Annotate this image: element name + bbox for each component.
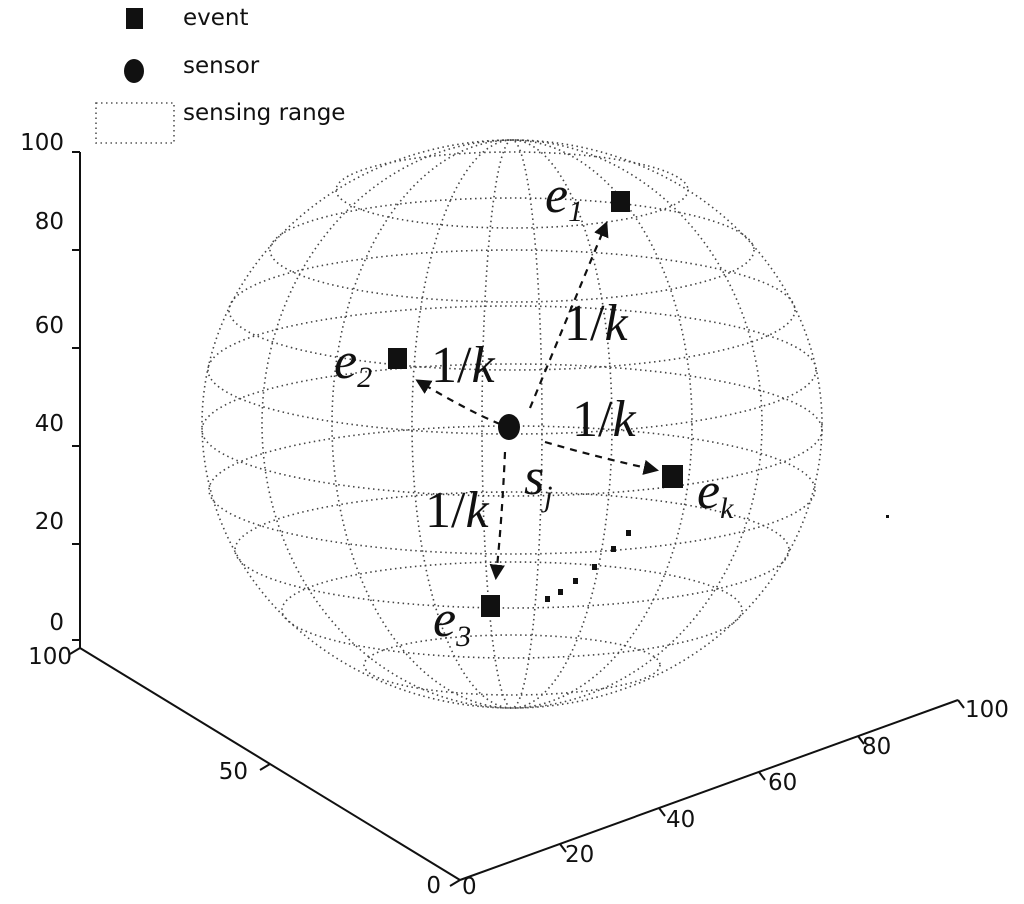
x-tick-label: 40 (666, 807, 695, 833)
event-ek-marker (662, 465, 683, 488)
x-tick-label: 60 (768, 770, 797, 796)
sensor-sj-marker (498, 414, 520, 440)
sensing-range-sphere (201, 139, 823, 709)
x-tick-label: 100 (965, 697, 1009, 723)
z-tick-label: 100 (20, 130, 64, 156)
event-e3-marker (481, 595, 500, 617)
x-tick-label: 80 (862, 734, 891, 760)
weight-labels: 1/k 1/k 1/k 1/k (425, 295, 636, 539)
z-axis-ticks: 100 80 60 40 20 0 (20, 130, 80, 641)
weight-label-e3: 1/k (425, 482, 489, 539)
legend: event sensor sensing range (95, 5, 345, 144)
legend-event-label: event (183, 5, 249, 31)
sensor-sj-label: sj (524, 449, 553, 513)
weight-label-e2: 1/k (431, 337, 495, 394)
weight-arrows (415, 221, 660, 581)
weight-label-ek: 1/k (572, 391, 636, 448)
event-e2-marker (388, 348, 407, 369)
x-tick-label: 20 (565, 842, 594, 868)
x-axis-ticks: 0 20 40 60 80 100 (462, 697, 1009, 900)
arrow-to-e3 (489, 451, 507, 581)
z-tick-label: 80 (35, 209, 64, 235)
arrow-to-ek (544, 440, 660, 475)
weight-label-e1: 1/k (564, 295, 628, 352)
x-tick-label: 0 (462, 874, 477, 900)
event-labels: e1 e2 ek e3 sj (334, 167, 734, 653)
y-tick-label: 100 (28, 644, 72, 670)
event-e2-label: e2 (334, 333, 372, 394)
sensing-range-legend-marker (95, 102, 175, 144)
legend-sensing-range-label: sensing range (183, 100, 345, 126)
y-tick-label: 0 (426, 873, 441, 899)
y-axis-ticks: 100 50 0 (28, 644, 461, 899)
event-e1-marker (611, 191, 630, 212)
z-tick-label: 20 (35, 509, 64, 535)
z-tick-label: 40 (35, 411, 64, 437)
ellipsis-dots (545, 515, 889, 602)
event-e3-label: e3 (433, 591, 471, 653)
axes: 100 80 60 40 20 0 100 50 0 0 20 40 60 80 (20, 130, 1009, 900)
z-tick-label: 60 (35, 313, 64, 339)
y-tick-label: 50 (219, 759, 248, 785)
event-legend-marker (126, 8, 143, 29)
arrow-to-e2 (415, 379, 501, 426)
events (388, 191, 683, 617)
z-tick-label: 0 (49, 610, 64, 636)
sensor-legend-marker (124, 59, 144, 83)
event-ek-label: ek (697, 463, 734, 525)
legend-sensor-label: sensor (183, 53, 260, 79)
x-axis (459, 699, 959, 881)
event-e1-label: e1 (545, 167, 583, 228)
